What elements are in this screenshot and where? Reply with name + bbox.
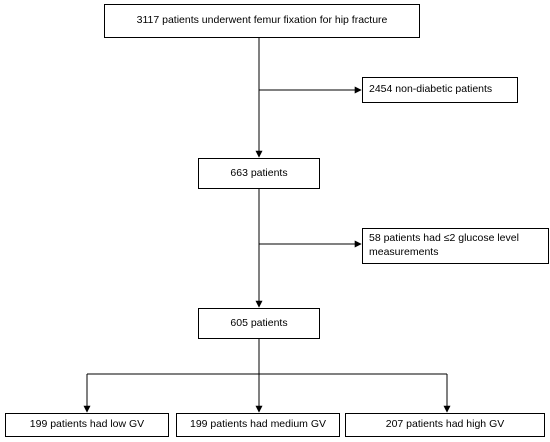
low-gv-box: 199 patients had low GV: [5, 413, 169, 437]
medium-gv-box: 199 patients had medium GV: [176, 413, 340, 437]
diabetic-patients-label: 663 patients: [230, 166, 288, 179]
glucose-exclusion-label: 58 patients had ≤2 glucose level measure…: [369, 232, 519, 258]
high-gv-label: 207 patients had high GV: [385, 418, 505, 431]
nondiabetic-exclusion-label: 2454 non-diabetic patients: [369, 83, 493, 96]
glucose-exclusion-box: 58 patients had ≤2 glucose level measure…: [362, 228, 549, 264]
medium-gv-label: 199 patients had medium GV: [190, 418, 326, 431]
diabetic-patients-box: 663 patients: [198, 158, 320, 189]
total-patients-box: 3117 patients underwent femur fixation f…: [104, 4, 420, 38]
nondiabetic-exclusion-box: 2454 non-diabetic patients: [362, 77, 518, 103]
analyzed-patients-box: 605 patients: [198, 308, 320, 339]
low-gv-label: 199 patients had low GV: [29, 418, 145, 431]
high-gv-box: 207 patients had high GV: [345, 413, 545, 437]
total-patients-label: 3117 patients underwent femur fixation f…: [136, 14, 388, 27]
analyzed-patients-label: 605 patients: [230, 316, 288, 329]
